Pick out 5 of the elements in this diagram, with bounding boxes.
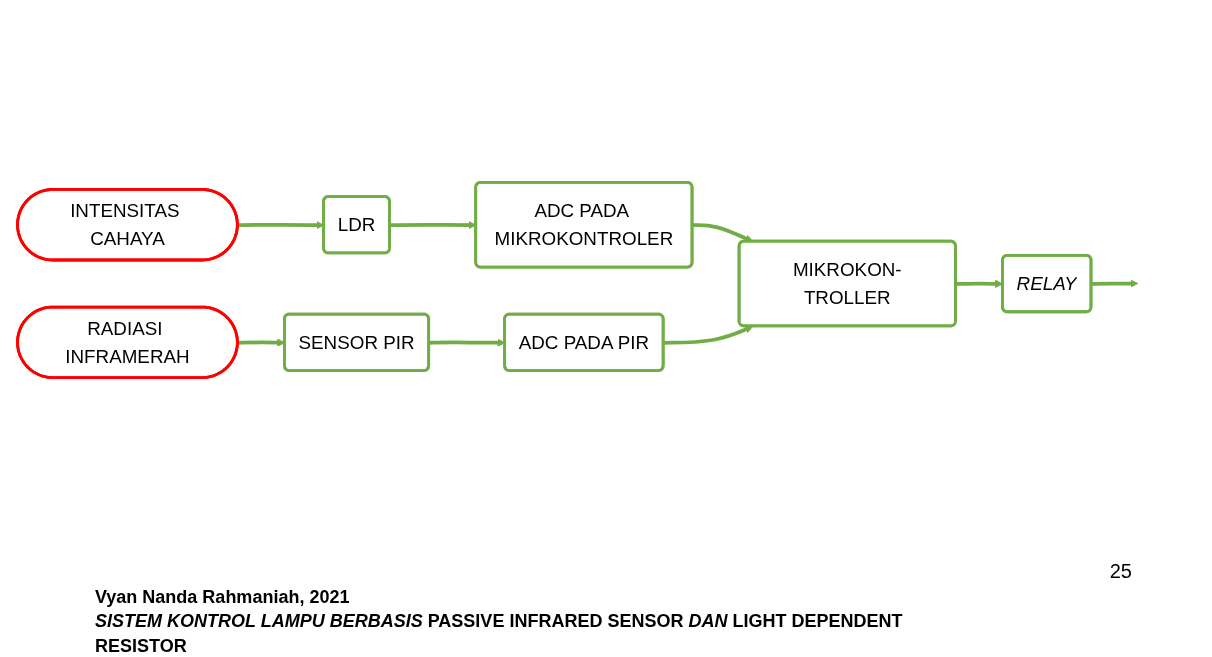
arrow <box>663 325 754 345</box>
page-number: 25 <box>1109 560 1132 583</box>
thesis-title: SISTEM KONTROL LAMPU BERBASIS PASSIVE INFRARED SENSOR DAN LIGHT DEPENDENT RESISTOR <box>95 610 904 657</box>
arrow <box>1091 279 1139 288</box>
author-line: Vyan Nanda Rahmaniah, 2021 <box>95 586 351 609</box>
